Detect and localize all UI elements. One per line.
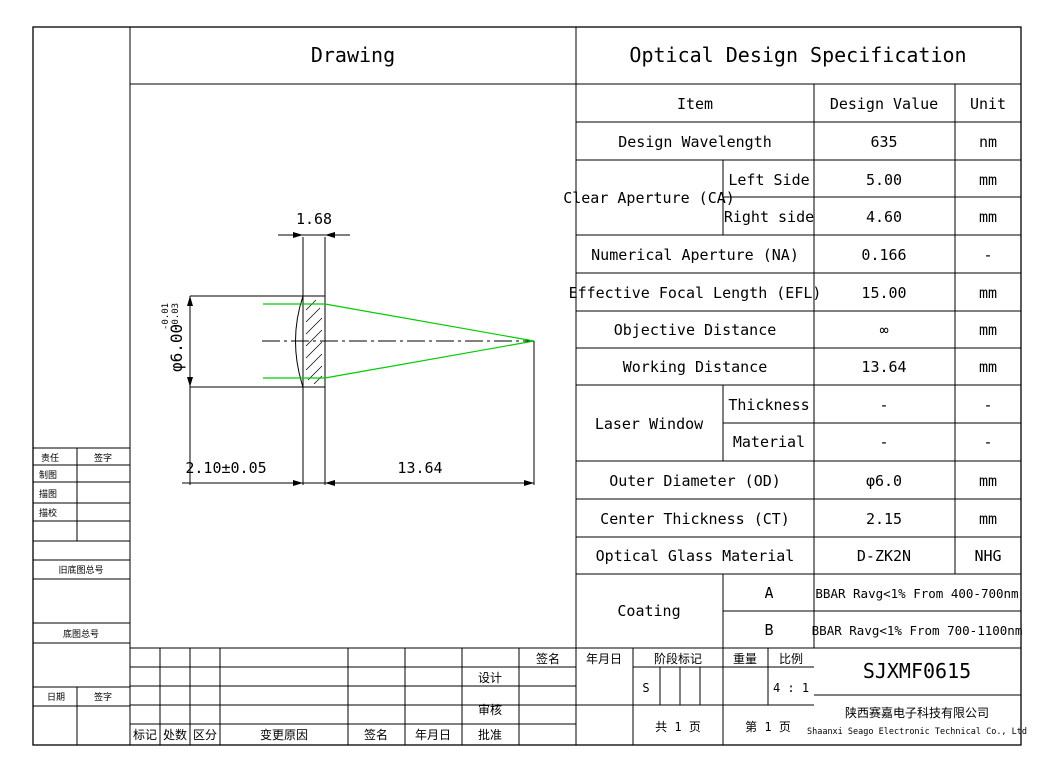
dim-diameter: φ6.00 xyxy=(167,324,186,372)
left-date-label: 日期 xyxy=(47,692,65,703)
tb-scale-value: 4 : 1 xyxy=(773,681,809,695)
row-ca-item: Clear Aperture (CA) xyxy=(563,189,735,207)
row-laser-thick-value: - xyxy=(879,396,888,414)
tb-page-no: 第 1 页 xyxy=(745,720,791,734)
row-glass-unit: NHG xyxy=(974,547,1001,565)
row-ct-unit: mm xyxy=(979,510,997,528)
row-coating-item: Coating xyxy=(617,602,680,620)
dim-diameter-tol-lower: -0.03 xyxy=(171,303,181,330)
row-workdist-unit: mm xyxy=(979,358,997,376)
left-strip: 责任 签字 制图 描图 描校 旧底图总号 底图总号 日期 签字 xyxy=(33,447,130,745)
row-ct-value: 2.15 xyxy=(866,510,902,528)
rev-sign-label: 签名 xyxy=(364,727,388,742)
row-od-value: φ6.0 xyxy=(866,472,902,490)
title-block: 签名 设计 审核 批准 标记 处数 区分 变更原因 签名 年月日 年月日 阶段标… xyxy=(130,648,1027,745)
row-na-unit: - xyxy=(983,246,992,264)
left-check-label: 描校 xyxy=(39,507,57,519)
row-efl-value: 15.00 xyxy=(861,284,906,302)
col-item: Item xyxy=(677,95,713,113)
row-efl-item: Effective Focal Length (EFL) xyxy=(569,284,822,302)
row-laser-mat-value: - xyxy=(879,433,888,451)
tb-company-en: Shaanxi Seago Electronic Technical Co., … xyxy=(807,727,1027,737)
left-trace-label: 描图 xyxy=(39,488,57,500)
spec-header: Optical Design Specification xyxy=(629,43,966,67)
row-coating-a-label: A xyxy=(764,584,773,602)
row-ca-right-value: 4.60 xyxy=(866,208,902,226)
row-ca-right-label: Right side xyxy=(724,208,814,226)
row-wavelength-item: Design Wavelength xyxy=(618,133,772,151)
row-na-value: 0.166 xyxy=(861,246,906,264)
row-coating-b-value: BBAR Ravg<1% From 700-1100nm xyxy=(812,623,1023,638)
tb-scale: 比例 xyxy=(779,652,803,666)
row-coating-a-value: BBAR Ravg<1% From 400-700nm xyxy=(815,586,1018,601)
row-glass-item: Optical Glass Material xyxy=(596,547,795,565)
dim-working-distance: 13.64 xyxy=(397,459,442,477)
row-laser-mat-label: Material xyxy=(733,433,805,451)
row-laser-thick-unit: - xyxy=(983,396,992,414)
row-wavelength-unit: nm xyxy=(979,133,997,151)
rev-count-label: 处数 xyxy=(163,727,187,742)
tb-date: 年月日 xyxy=(586,652,622,666)
left-resp-label: 责任 xyxy=(41,452,59,464)
row-objdist-unit: mm xyxy=(979,321,997,339)
rev-date-label: 年月日 xyxy=(415,728,451,742)
col-design-value: Design Value xyxy=(830,95,938,113)
left-old-total-label: 旧底图总号 xyxy=(58,564,103,576)
dim-diameter-tol-upper: -0.01 xyxy=(161,303,171,330)
left-base-total-label: 底图总号 xyxy=(63,628,99,640)
spec-table: Item Design Value Unit Design Wavelength… xyxy=(563,84,1022,648)
row-od-item: Outer Diameter (OD) xyxy=(609,472,781,490)
row-na-item: Numerical Aperture (NA) xyxy=(591,246,799,264)
row-od-unit: mm xyxy=(979,472,997,490)
left-make-label: 制图 xyxy=(39,469,57,481)
rev-mark-label: 标记 xyxy=(133,728,157,742)
tb-total-pages: 共 1 页 xyxy=(655,720,701,734)
tb-approve: 批准 xyxy=(478,727,502,742)
sheet-border xyxy=(32,26,1022,746)
lens-hatching xyxy=(305,299,323,385)
rev-reason-label: 变更原因 xyxy=(260,727,308,742)
tb-part-number: SJXMF0615 xyxy=(863,659,971,683)
rev-zone-label: 区分 xyxy=(193,728,217,742)
tb-sign: 签名 xyxy=(536,651,560,666)
row-ca-right-unit: mm xyxy=(979,208,997,226)
tb-weight: 重量 xyxy=(733,652,757,666)
row-ca-left-label: Left Side xyxy=(728,171,809,189)
left-sign-label: 签字 xyxy=(94,452,112,464)
left-sign2-label: 签字 xyxy=(94,691,112,703)
row-coating-b-label: B xyxy=(764,621,773,639)
row-workdist-value: 13.64 xyxy=(861,358,906,376)
lens-drawing: φ6.00 -0.01 -0.03 1.68 2.10±0.05 13.64 xyxy=(161,210,535,486)
col-unit: Unit xyxy=(970,95,1006,113)
row-wavelength-value: 635 xyxy=(870,133,897,151)
ray-trace xyxy=(263,303,535,379)
row-laser-mat-unit: - xyxy=(983,433,992,451)
drawing-header: Drawing xyxy=(311,43,395,67)
dim-center-thickness: 2.10±0.05 xyxy=(185,459,266,477)
row-objdist-item: Objective Distance xyxy=(614,321,777,339)
tb-stage-value: S xyxy=(642,681,649,695)
row-objdist-value: ∞ xyxy=(879,321,888,339)
row-ca-left-value: 5.00 xyxy=(866,171,902,189)
tb-company-cn: 陕西赛嘉电子科技有限公司 xyxy=(845,705,989,720)
row-efl-unit: mm xyxy=(979,284,997,302)
row-laser-thick-label: Thickness xyxy=(728,396,809,414)
row-ct-item: Center Thickness (CT) xyxy=(600,510,790,528)
dim-thickness: 1.68 xyxy=(296,210,332,228)
row-ca-left-unit: mm xyxy=(979,171,997,189)
row-glass-value: D-ZK2N xyxy=(857,547,911,565)
tb-review: 审核 xyxy=(478,702,502,717)
row-laser-item: Laser Window xyxy=(595,415,704,433)
tb-stage: 阶段标记 xyxy=(654,651,702,666)
tb-design: 设计 xyxy=(478,671,502,685)
row-workdist-item: Working Distance xyxy=(623,358,768,376)
